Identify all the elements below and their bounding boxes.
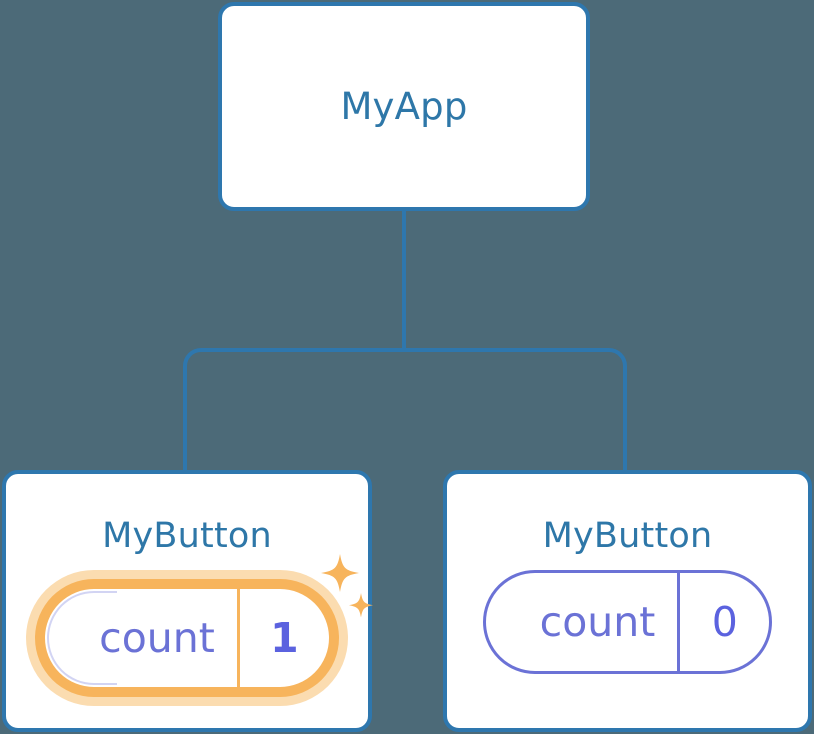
prop-pill-plain[interactable]: count 0 (482, 570, 773, 674)
prop-value: 0 (677, 573, 769, 671)
node-title: MyButton (542, 516, 713, 556)
prop-value: 1 (236, 589, 329, 687)
edge-bus-left (183, 348, 404, 474)
prop-pill[interactable]: count 1 (42, 586, 332, 690)
node-title: MyButton (102, 516, 272, 556)
edge-bus-right (404, 348, 627, 474)
prop-pill[interactable]: count 0 (482, 570, 773, 674)
node-myapp[interactable]: MyApp (218, 2, 590, 211)
prop-key: count (99, 614, 215, 662)
node-mybutton-left[interactable]: MyButton count 1 (2, 470, 373, 732)
node-mybutton-right[interactable]: MyButton count 0 (443, 470, 812, 732)
prop-key: count (539, 598, 656, 646)
node-title: MyApp (340, 85, 468, 128)
prop-pill-highlighted[interactable]: count 1 (26, 554, 373, 706)
